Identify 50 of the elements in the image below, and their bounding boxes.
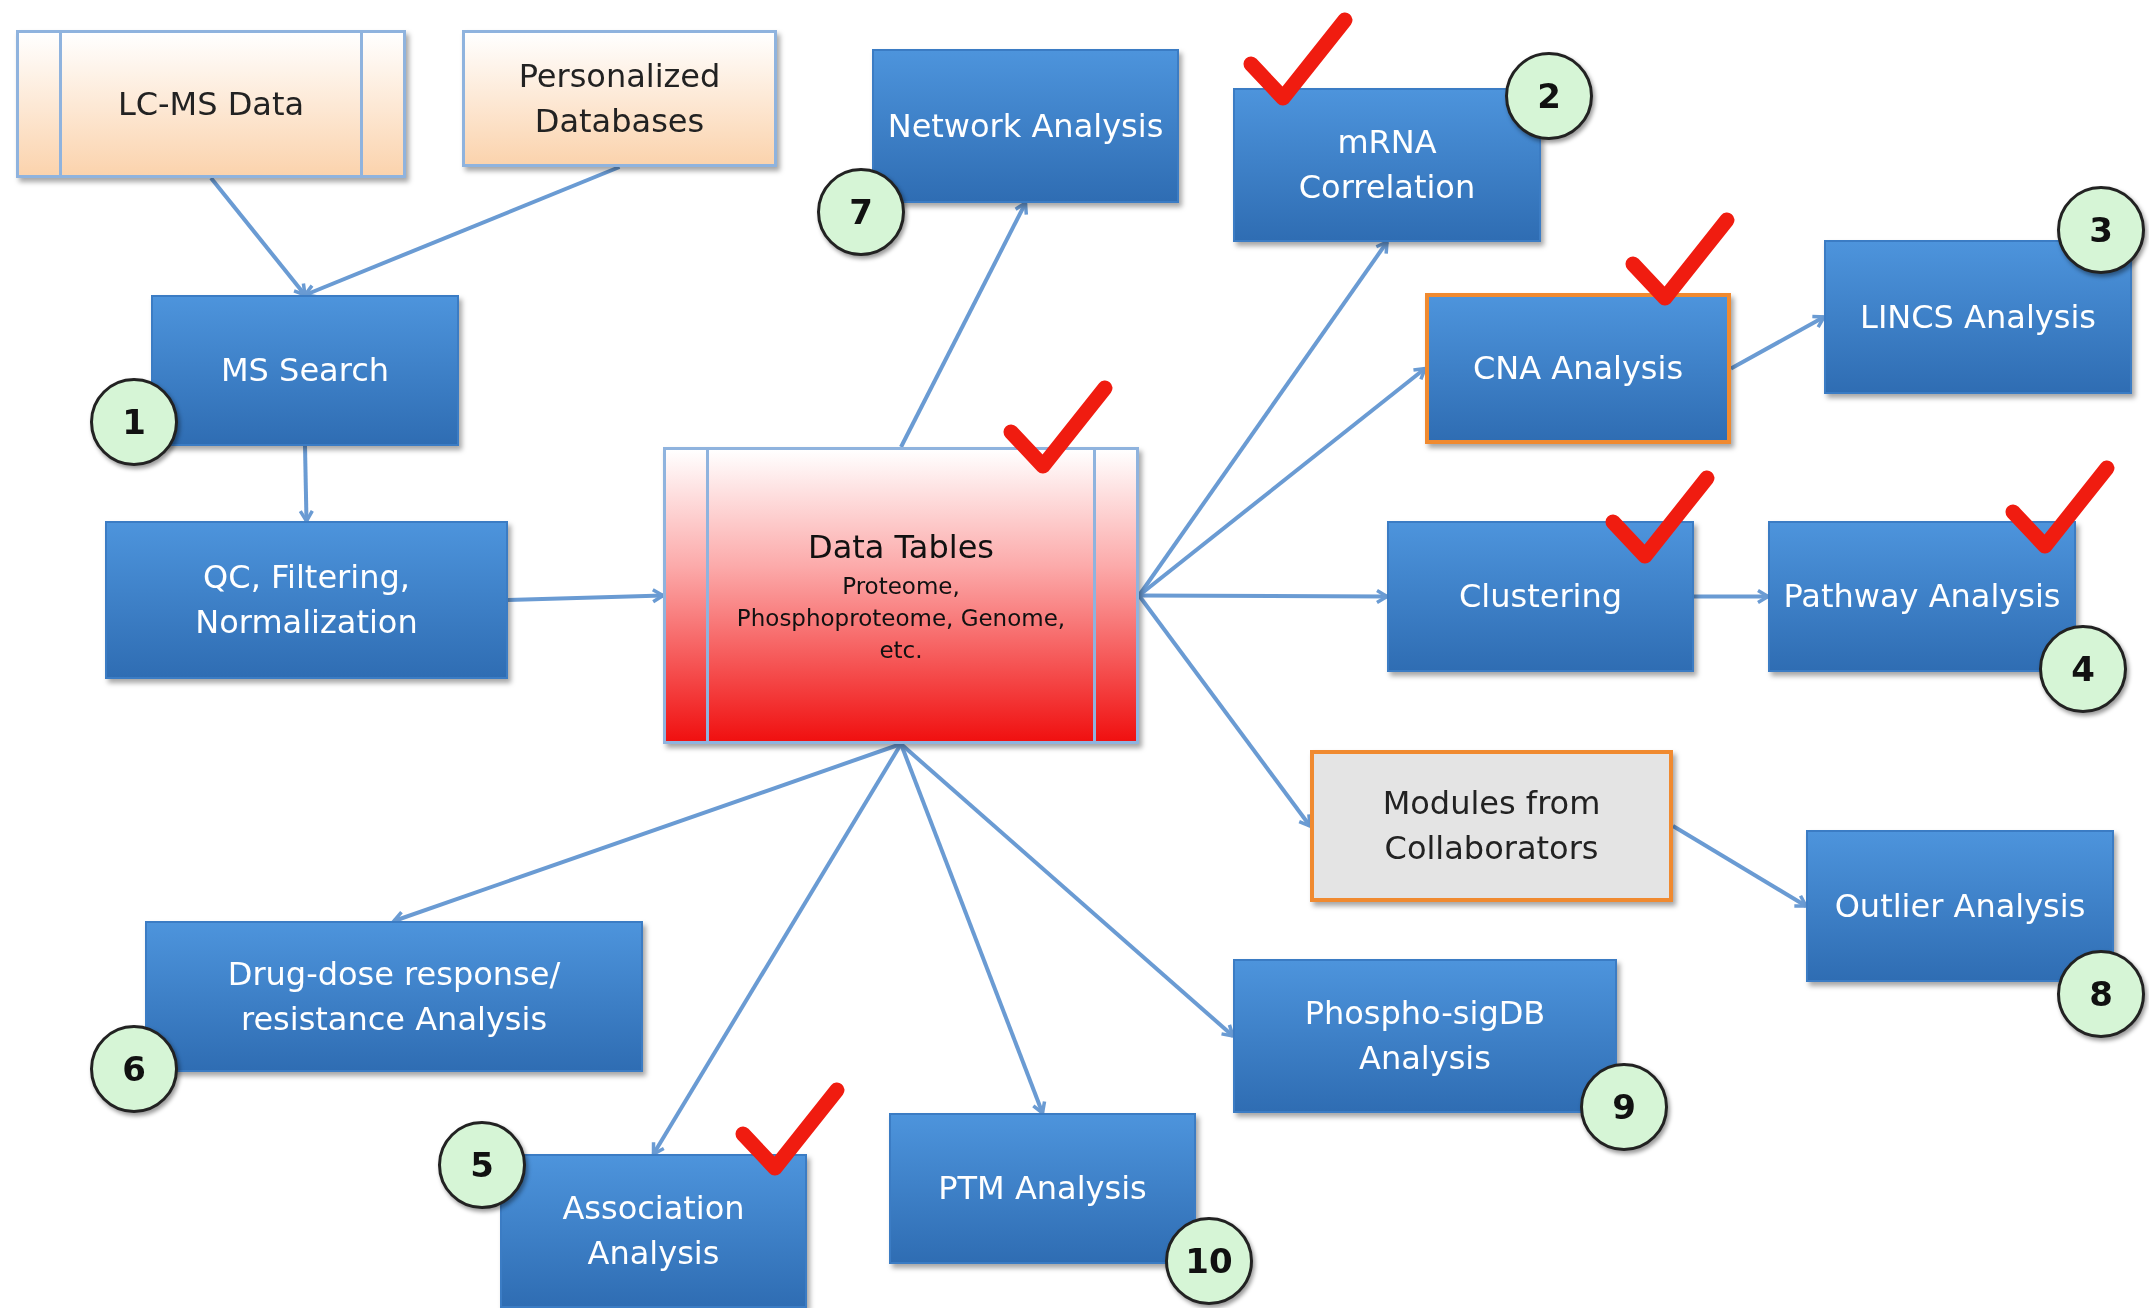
step-number: 8 <box>2057 950 2145 1038</box>
process-box <box>1824 240 2132 394</box>
box-label: Pathway Analysis <box>1783 576 2061 618</box>
box-label: MS Search <box>221 350 389 392</box>
data-table-box <box>663 447 1139 744</box>
step-number: 5 <box>438 1121 526 1209</box>
process-box <box>151 295 459 446</box>
process-box <box>1387 521 1694 672</box>
box-label: Data Tables <box>808 526 994 568</box>
box-label: LINCS Analysis <box>1860 296 2096 338</box>
arrow <box>298 445 315 523</box>
arrow <box>1730 314 1826 371</box>
box-label: Drug-dose response/ resistance Analysis <box>226 953 562 1040</box>
box-label: Outlier Analysis <box>1834 885 2086 927</box>
box-label: mRNA Correlation <box>1297 122 1477 208</box>
arrow <box>209 176 307 297</box>
box-label: PTM Analysis <box>938 1168 1147 1210</box>
step-number: 6 <box>90 1025 178 1113</box>
step-number: 9 <box>1580 1063 1668 1151</box>
box-label: QC, Filtering, Normalization <box>194 557 419 643</box>
box-label: Phospho-sigDB Analysis <box>1303 993 1547 1079</box>
arrow <box>1139 588 1389 605</box>
step-number: 3 <box>2057 186 2145 274</box>
step-number: 10 <box>1165 1217 1253 1305</box>
step-number: 2 <box>1505 52 1593 140</box>
process-box <box>16 30 406 178</box>
box-label: Association Analysis <box>561 1188 746 1274</box>
box-label: Clustering <box>1458 576 1623 618</box>
step-number: 1 <box>90 378 178 466</box>
arrow <box>899 201 1029 448</box>
box-subtext: Proteome, Phosphoproteome, Genome, etc. <box>736 571 1066 665</box>
box-label: LC-MS Data <box>117 83 305 125</box>
process-box <box>1806 830 2114 982</box>
box-label: Network Analysis <box>887 105 1164 147</box>
process-box <box>1310 750 1673 902</box>
process-box <box>872 49 1179 203</box>
arrow <box>1694 588 1770 605</box>
arrow <box>507 588 665 604</box>
process-box <box>105 521 508 679</box>
process-box <box>500 1154 807 1308</box>
process-box <box>145 921 643 1072</box>
process-box <box>1425 293 1731 444</box>
step-number: 4 <box>2039 625 2127 713</box>
box-label: Modules from Collaborators <box>1381 783 1602 869</box>
process-box <box>462 30 777 167</box>
arrow <box>1137 594 1312 828</box>
box-label: CNA Analysis <box>1472 348 1684 390</box>
box-label: Personalized Databases <box>517 55 722 142</box>
process-box <box>1233 88 1541 242</box>
step-number: 7 <box>817 168 905 256</box>
